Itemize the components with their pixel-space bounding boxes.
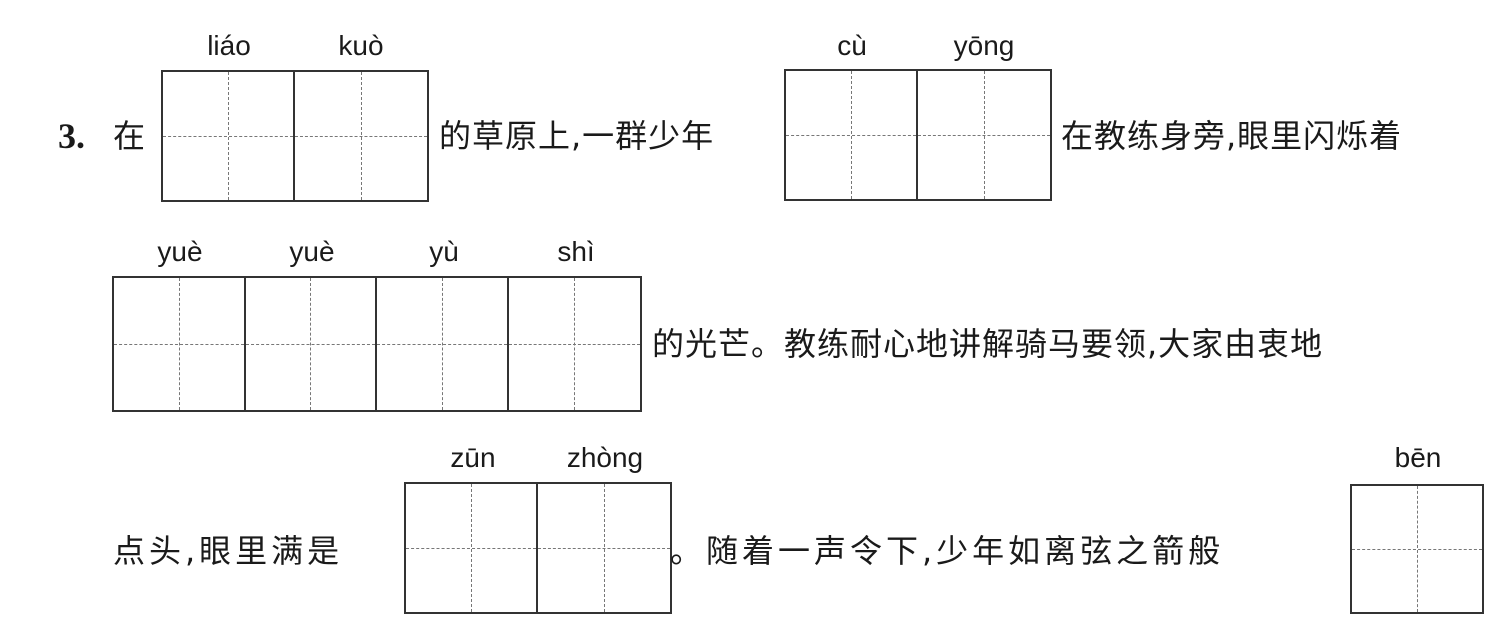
answer-cell[interactable] [918,71,1050,199]
pinyin-label: yuè [157,236,203,267]
answer-grid-zunzhong[interactable] [404,482,672,614]
answer-cell[interactable] [163,72,295,200]
text-segment: 在 [113,117,146,155]
answer-cell[interactable] [406,484,538,612]
answer-cell[interactable] [538,484,670,612]
pinyin-label: zūn [450,442,496,473]
answer-cell[interactable] [377,278,509,410]
text-segment: 在教练身旁,眼里闪烁着 [1061,117,1403,155]
answer-cell[interactable] [1352,486,1482,612]
text-segment: 点头,眼里满是 [113,532,344,570]
answer-grid-cuyong[interactable] [784,69,1052,201]
pinyin-label: kuò [338,30,384,61]
pinyin-label: yōng [953,30,1015,61]
answer-grid-yueyueyushi[interactable] [112,276,642,412]
text-segment: 的草原上,一群少年 [439,117,715,155]
pinyin-label: shì [557,236,595,267]
pinyin-label: zhòng [566,442,644,473]
answer-cell[interactable] [786,71,918,199]
pinyin-label: yuè [289,236,335,267]
pinyin-label: liáo [207,30,251,61]
pinyin-label: cù [837,30,867,61]
answer-grid-liaokuo[interactable] [161,70,429,202]
answer-cell[interactable] [508,278,641,410]
pinyin-label: bēn [1394,442,1442,473]
text-segment: 。随着一声令下,少年如离弦之箭般 [670,532,1225,570]
answer-grid-ben[interactable] [1350,484,1484,614]
answer-cell[interactable] [295,72,427,200]
text-segment: 的光芒。教练耐心地讲解骑马要领,大家由衷地 [652,325,1324,363]
answer-cell[interactable] [245,278,377,410]
pinyin-label: yù [429,236,459,267]
question-number: 3. [58,116,85,156]
answer-cell[interactable] [114,278,246,410]
